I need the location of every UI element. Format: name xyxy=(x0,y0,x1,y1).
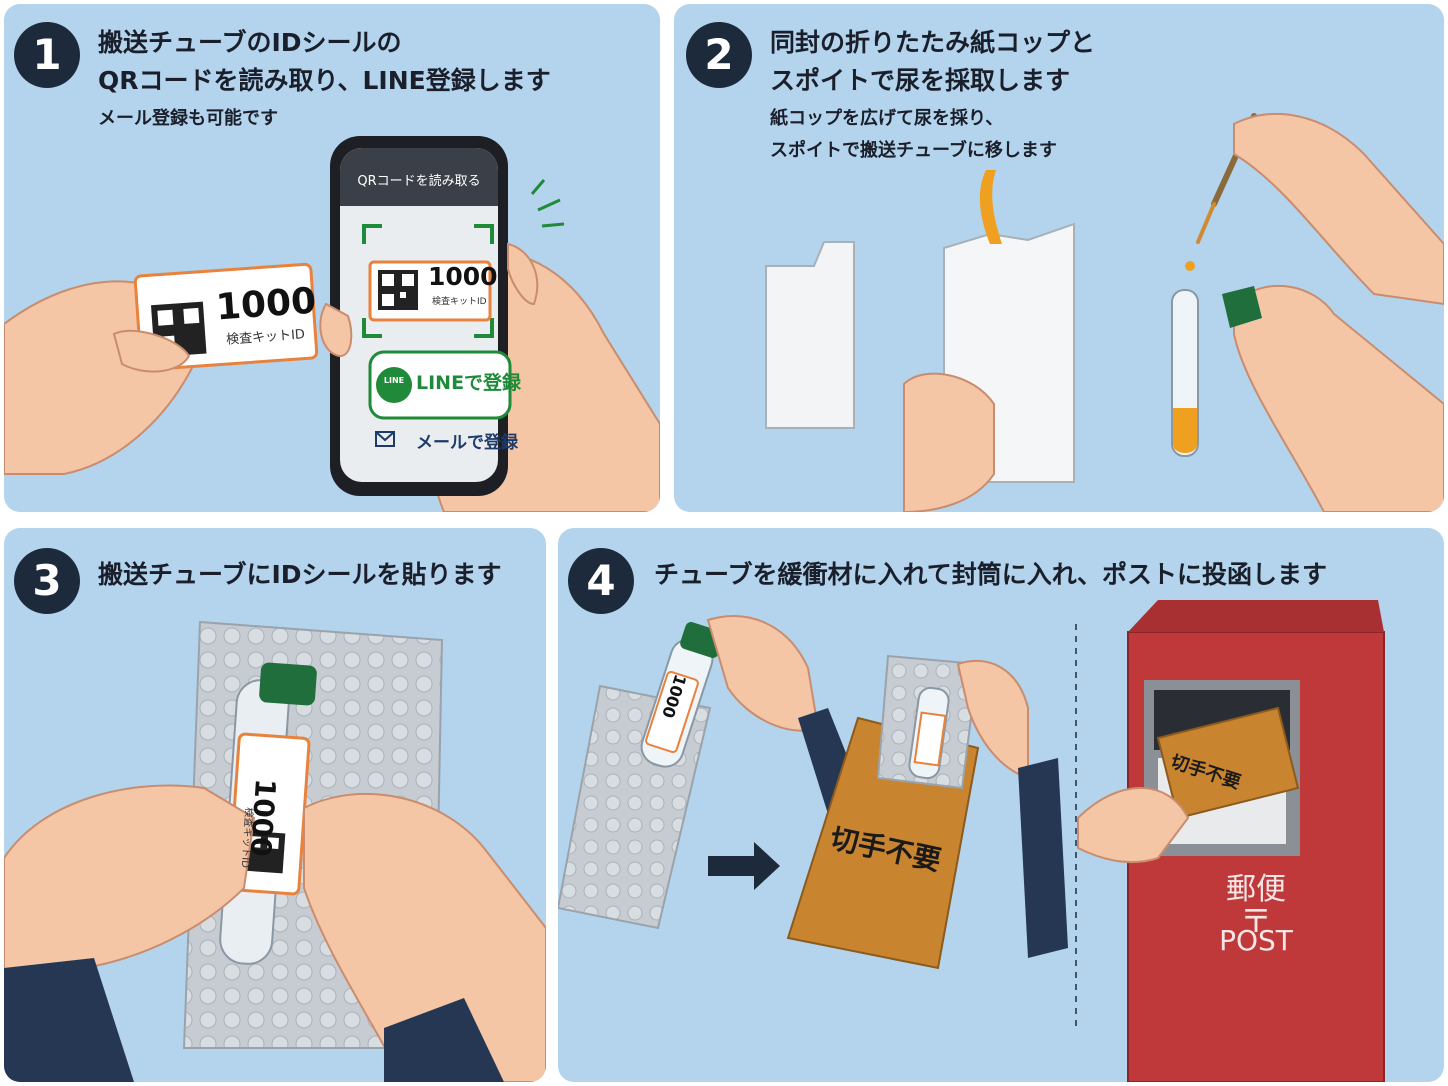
step-2-title-line-1: 同封の折りたたみ紙コップと xyxy=(770,28,1096,57)
postbox-mark-icon: 〒 xyxy=(1239,902,1272,940)
postbox-kanji: 郵便 xyxy=(1226,872,1286,907)
step-2-panel: 2 同封の折りたたみ紙コップと スポイトで尿を採取します 紙コップを広げて尿を採… xyxy=(674,4,1444,512)
step-1-panel: 1 搬送チューブのIDシールの QRコードを読み取り、LINE登録します メール… xyxy=(4,4,660,512)
postbox-post-text: POST xyxy=(1219,924,1293,957)
mail-icon xyxy=(376,432,394,446)
step-3-panel: 3 搬送チューブにIDシールを貼ります 1000 検査キットID xyxy=(4,528,546,1082)
step-2-subtitle-line-2: スポイトで搬送チューブに移します xyxy=(770,140,1057,161)
step-2-number-badge: 2 xyxy=(686,22,752,88)
phone-scan-number: 1000 xyxy=(428,262,498,291)
step-3-title: 搬送チューブにIDシールを貼ります xyxy=(98,560,502,589)
phone-scan-header: QRコードを読み取る xyxy=(357,174,481,189)
step-2-illustration xyxy=(765,113,1444,512)
step-1-number-badge: 1 xyxy=(14,22,80,88)
step-4-panel: 4 チューブを緩衝材に入れて封筒に入れ、ポストに投函します 1000 切手不要 … xyxy=(558,528,1444,1082)
id-label-number: 1000 xyxy=(214,280,318,329)
step-4-title: チューブを緩衝材に入れて封筒に入れ、ポストに投函します xyxy=(654,560,1328,589)
step-4-illustration xyxy=(558,600,1385,1082)
line-register-button[interactable]: LINEで登録 xyxy=(416,372,522,394)
mail-register-button[interactable]: メールで登録 xyxy=(416,433,518,453)
step-2-subtitle-line-1: 紙コップを広げて尿を採り、 xyxy=(770,108,1004,129)
step-1-subtitle: メール登録も可能です xyxy=(98,108,278,129)
step-1-illustration xyxy=(4,136,660,512)
step-1-title-line-1: 搬送チューブのIDシールの xyxy=(98,28,402,57)
step-3-illustration xyxy=(4,620,546,1082)
step-4-number-badge: 4 xyxy=(568,548,634,614)
step-3-number-badge: 3 xyxy=(14,548,80,614)
line-logo-icon: LINE xyxy=(383,376,405,385)
phone-scan-caption: 検査キットID xyxy=(432,297,487,307)
step-2-title-line-2: スポイトで尿を採取します xyxy=(770,66,1071,95)
step-1-title-line-2: QRコードを読み取り、LINE登録します xyxy=(98,66,551,95)
